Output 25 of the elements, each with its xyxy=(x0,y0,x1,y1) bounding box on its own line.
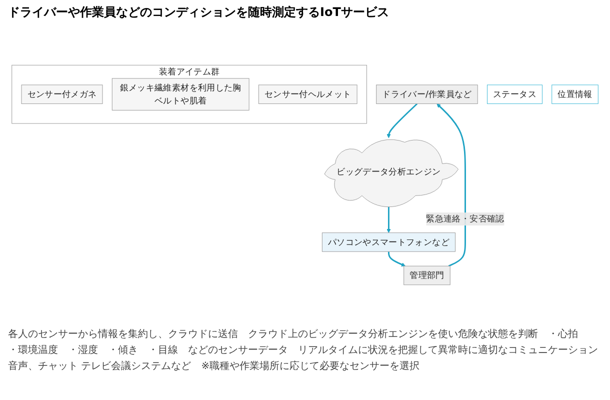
node-box: センサー付ヘルメット xyxy=(258,84,358,104)
node-box: パソコンやスマートフォンなど xyxy=(322,232,456,252)
arrow xyxy=(388,252,406,266)
note-text: ※職種や作業場所に応じて必要なセンサーを選択 xyxy=(201,360,420,373)
note-text: ・目線 xyxy=(148,344,178,357)
note-text: ・心拍 xyxy=(548,328,578,341)
node-box: 管理部門 xyxy=(404,266,450,286)
node-box: センサー付メガネ xyxy=(21,84,103,104)
diagram-title: ドライバーや作業員などのコンディションを随時測定するIoTサービス xyxy=(8,4,390,21)
arrow xyxy=(436,104,466,267)
note-text: などのセンサーデータ xyxy=(188,344,288,357)
note-text: ・傾き xyxy=(108,344,138,357)
node-box: 位置情報 xyxy=(552,84,598,104)
note-text: 各人のセンサーから情報を集約し、クラウドに送信 xyxy=(8,328,238,341)
note-text: クラウド上のビッグデータ分析エンジンを使い危険な状態を判断 xyxy=(248,328,538,341)
note-text: 音声、チャット テレビ会議システムなど xyxy=(8,360,192,373)
edge-label: 緊急連絡・安否確認 xyxy=(426,214,504,224)
note-text: ・環境温度 xyxy=(8,344,58,357)
node-box: 銀メッキ繊維素材を利用した胸ベルトや肌着 xyxy=(112,78,250,110)
arrow xyxy=(386,103,418,138)
note-text: ・湿度 xyxy=(68,344,98,357)
node-box: ドライバー/作業員など xyxy=(376,84,478,104)
note-text: リアルタイムに状況を把握して異常時に適切なコミュニケーション xyxy=(298,344,598,357)
node-box: ステータス xyxy=(487,84,542,104)
arrow xyxy=(386,205,391,233)
